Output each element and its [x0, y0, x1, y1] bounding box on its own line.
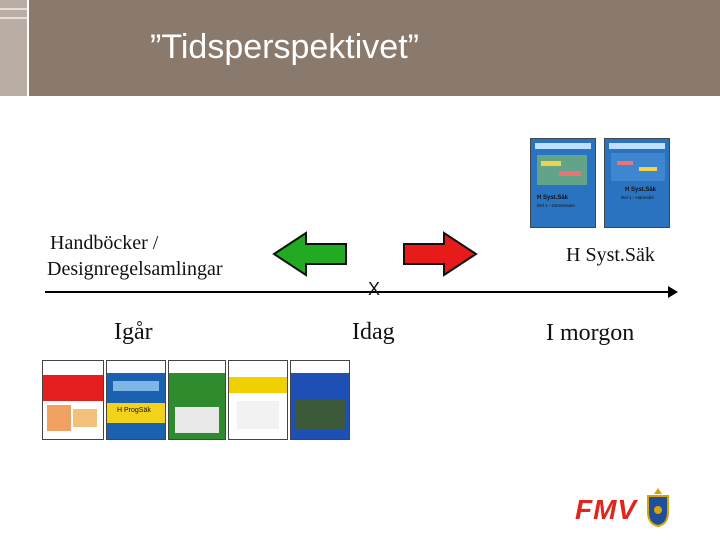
page-title: ”Tidsperspektivet” [150, 28, 419, 66]
now-marker: X [368, 279, 381, 299]
handbook-cover [228, 360, 288, 440]
handbook-cover: H Syst.Säk Del 1 - Gemensam [530, 138, 596, 228]
left-arrow-icon [272, 231, 347, 277]
handbook-title: H Syst.Säk [537, 195, 569, 201]
left-heading-line2: Designregelsamlingar [47, 258, 223, 280]
fmv-logo-text: FMV [575, 494, 638, 525]
fmv-crest-icon [647, 488, 669, 528]
timeline-arrowhead [668, 286, 678, 298]
header-stripe [0, 8, 27, 10]
header-stripe [0, 17, 27, 19]
handbook-subtitle: Del 1 - Gemensam [537, 203, 575, 208]
timeline-axis [45, 291, 673, 293]
handbook-title: H Syst.Säk [625, 187, 657, 193]
handbook-cover [290, 360, 350, 440]
handbook-subtitle: Del 1 - Hamnder [621, 195, 655, 200]
handbook-title: H ProgSäk [117, 407, 151, 414]
label-tomorrow: I morgon [546, 320, 635, 346]
right-arrow-icon [403, 231, 478, 277]
label-today: Idag [352, 319, 395, 345]
handbook-cover [42, 360, 104, 440]
handbook-cover: H Syst.Säk Del 1 - Hamnder [604, 138, 670, 228]
handbook-cover [168, 360, 226, 440]
header: ”Tidsperspektivet” [0, 0, 720, 96]
header-title-box [29, 0, 720, 96]
label-yesterday: Igår [114, 319, 153, 345]
right-heading: H Syst.Säk [566, 244, 655, 266]
handbook-cover: H ProgSäk [106, 360, 166, 440]
header-left-strip [0, 0, 27, 96]
left-heading-line1: Handböcker / [50, 232, 159, 254]
